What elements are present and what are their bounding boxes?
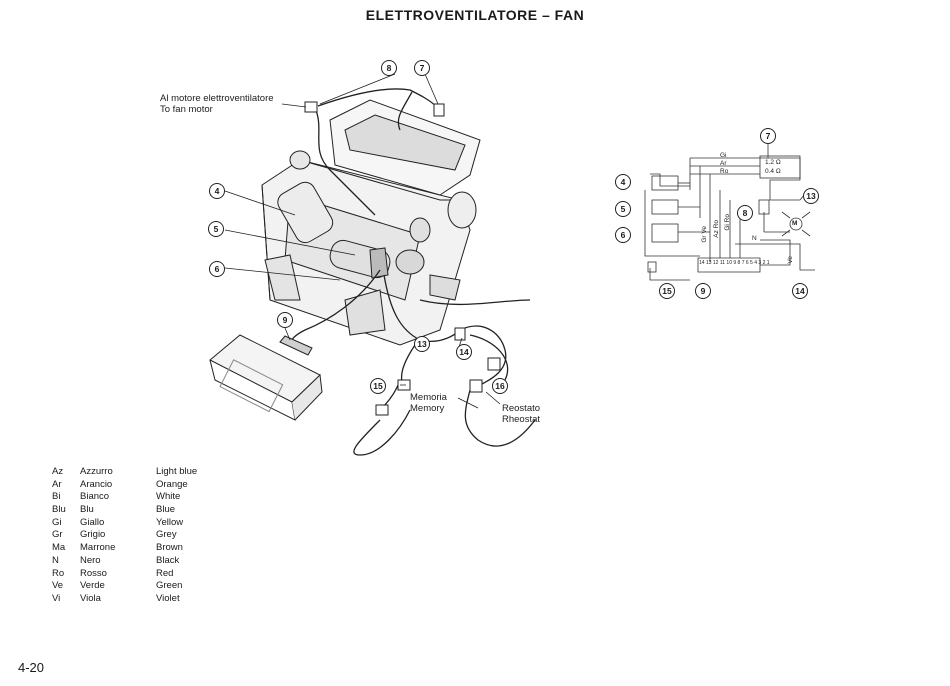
sch-callout-8: 8 xyxy=(737,205,753,221)
page-number: 4-20 xyxy=(18,660,45,675)
motor-label-en: To fan motor xyxy=(160,104,213,115)
sch-callout-5: 5 xyxy=(615,201,631,217)
rheostat-label-en: Rheostat xyxy=(502,414,541,425)
callout-9: 9 xyxy=(277,312,293,328)
connector-pins: 14 13 12 11 10 9 8 7 6 5 4 3 2 1 xyxy=(699,260,770,266)
sch-callout-14: 14 xyxy=(792,283,808,299)
page-title: ELETTROVENTILATORE – FAN xyxy=(365,7,585,23)
sch-callout-7: 7 xyxy=(760,128,776,144)
sch-callout-4: 4 xyxy=(615,174,631,190)
heater-housing xyxy=(261,99,481,346)
connector-7 xyxy=(433,103,445,117)
wire-ro: Ro xyxy=(720,168,729,175)
memory-label-it: Memoria xyxy=(410,392,447,403)
callout-14: 14 xyxy=(456,344,472,360)
rheostat-connector xyxy=(487,357,501,371)
resistor-0-4: 0.4 Ω xyxy=(765,168,781,175)
wire-gr-ve: Gr Ve xyxy=(701,226,708,243)
callout-7: 7 xyxy=(414,60,430,76)
wire-gi: Gi xyxy=(720,152,727,159)
wire-ve: Ve xyxy=(787,256,794,264)
callout-5: 5 xyxy=(208,221,224,237)
sch-callout-6: 6 xyxy=(615,227,631,243)
callout-16: 16 xyxy=(492,378,508,394)
callout-15: 15 xyxy=(370,378,386,394)
resistor-1-2: 1.2 Ω xyxy=(765,159,781,166)
sch-callout-9: 9 xyxy=(695,283,711,299)
wire-az-ro: Az Ro xyxy=(713,220,720,238)
connector-14 xyxy=(454,327,466,341)
callout-4: 4 xyxy=(209,183,225,199)
sch-callout-15: 15 xyxy=(659,283,675,299)
wire-gi-ro: Gi Ro xyxy=(724,214,731,231)
memory-connector xyxy=(375,404,389,416)
control-unit-9 xyxy=(209,334,323,421)
wire-n: N xyxy=(752,235,757,242)
sch-callout-13: 13 xyxy=(803,188,819,204)
rheostat-label-it: Reostato xyxy=(502,403,541,414)
wire-ar: Ar xyxy=(720,160,727,167)
motor-symbol: M xyxy=(792,220,798,227)
connector-16 xyxy=(469,379,483,393)
callout-8: 8 xyxy=(381,60,397,76)
motor-label-it: Al motore elettroventilatore xyxy=(160,93,274,104)
callout-6: 6 xyxy=(209,261,225,277)
callout-13: 13 xyxy=(414,336,430,352)
memory-label-en: Memory xyxy=(410,403,445,414)
